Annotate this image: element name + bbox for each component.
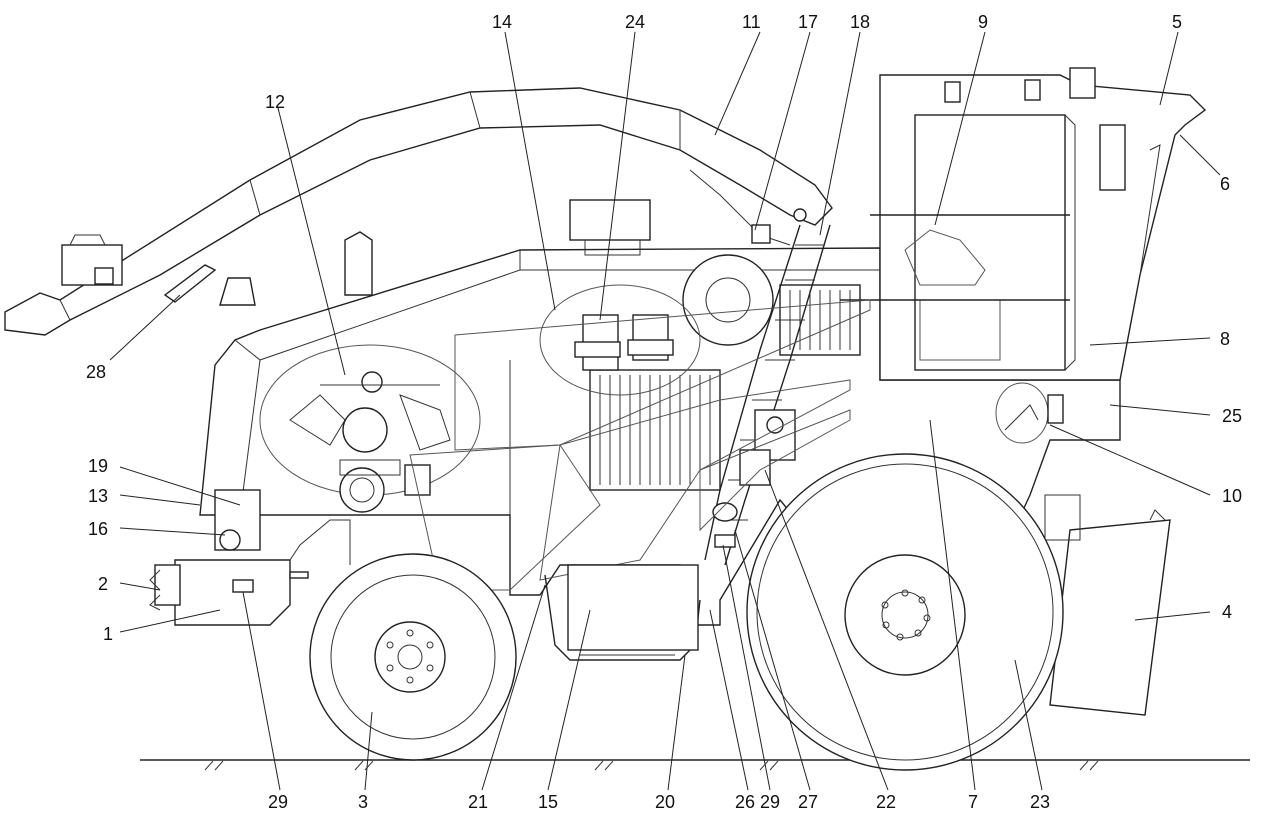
callout-7: 7: [968, 792, 978, 812]
callout-18: 18: [850, 12, 870, 32]
callout-13: 13: [88, 486, 108, 506]
step-platform: [544, 564, 701, 661]
callout-6: 6: [1220, 174, 1230, 194]
callout-16: 16: [88, 519, 108, 539]
callout-labels: 14 24 11 17 18 9 5 6 8 25 10 4 12 28 19 …: [86, 12, 1242, 812]
rear-ballast: [1044, 494, 1171, 716]
callout-26: 26: [735, 792, 755, 812]
callout-1: 1: [103, 624, 113, 644]
air-intake: [682, 254, 774, 346]
callout-2: 2: [98, 574, 108, 594]
callout-23: 23: [1030, 792, 1050, 812]
headlight-group: [995, 382, 1064, 444]
callout-3: 3: [358, 792, 368, 812]
callout-20: 20: [655, 792, 675, 812]
filter-group: [539, 284, 701, 396]
operator-cab: [840, 67, 1207, 381]
callout-17: 17: [798, 12, 818, 32]
callout-15: 15: [538, 792, 558, 812]
callout-4: 4: [1222, 602, 1232, 622]
discharge-spout: [4, 87, 833, 336]
front-unit: [149, 489, 351, 626]
callout-27: 27: [798, 792, 818, 812]
callout-19: 19: [88, 456, 108, 476]
callout-29-rear: 29: [760, 792, 780, 812]
callout-28: 28: [86, 362, 106, 382]
callout-12: 12: [265, 92, 285, 112]
callout-14: 14: [492, 12, 512, 32]
ground-line: [140, 759, 1250, 771]
callout-21: 21: [468, 792, 488, 812]
callout-11: 11: [742, 12, 761, 32]
callout-5: 5: [1172, 12, 1182, 32]
rear-wheel: [746, 453, 1064, 771]
callout-29-front: 29: [268, 792, 288, 812]
callout-22: 22: [876, 792, 896, 812]
callout-8: 8: [1220, 329, 1230, 349]
leader-lines: [109, 31, 1221, 791]
callout-9: 9: [978, 12, 988, 32]
callout-25: 25: [1222, 406, 1242, 426]
callout-10: 10: [1222, 486, 1242, 506]
front-wheel: [309, 553, 517, 761]
engine-assembly: [259, 344, 481, 513]
hydraulic-block: [712, 409, 796, 548]
callout-24: 24: [625, 12, 645, 32]
